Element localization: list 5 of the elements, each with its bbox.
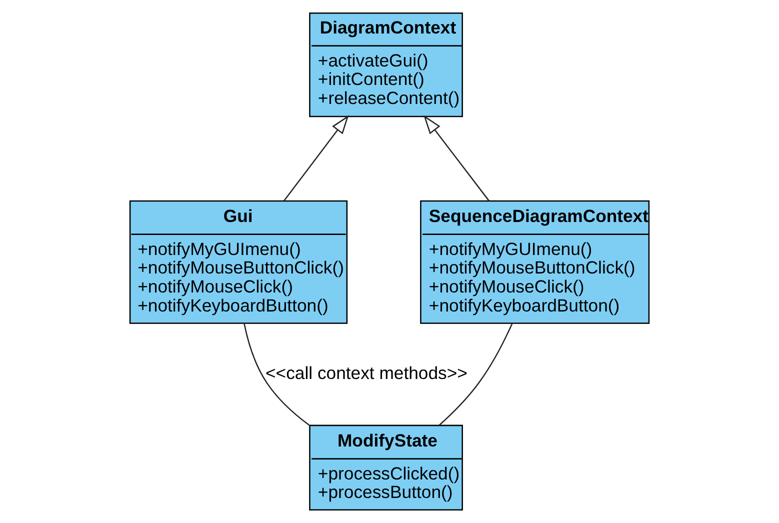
connector <box>438 323 513 426</box>
arrow <box>283 115 349 202</box>
arrow <box>424 115 490 202</box>
edge-label: <<call context methods>> <box>265 363 468 384</box>
connector <box>244 324 310 426</box>
